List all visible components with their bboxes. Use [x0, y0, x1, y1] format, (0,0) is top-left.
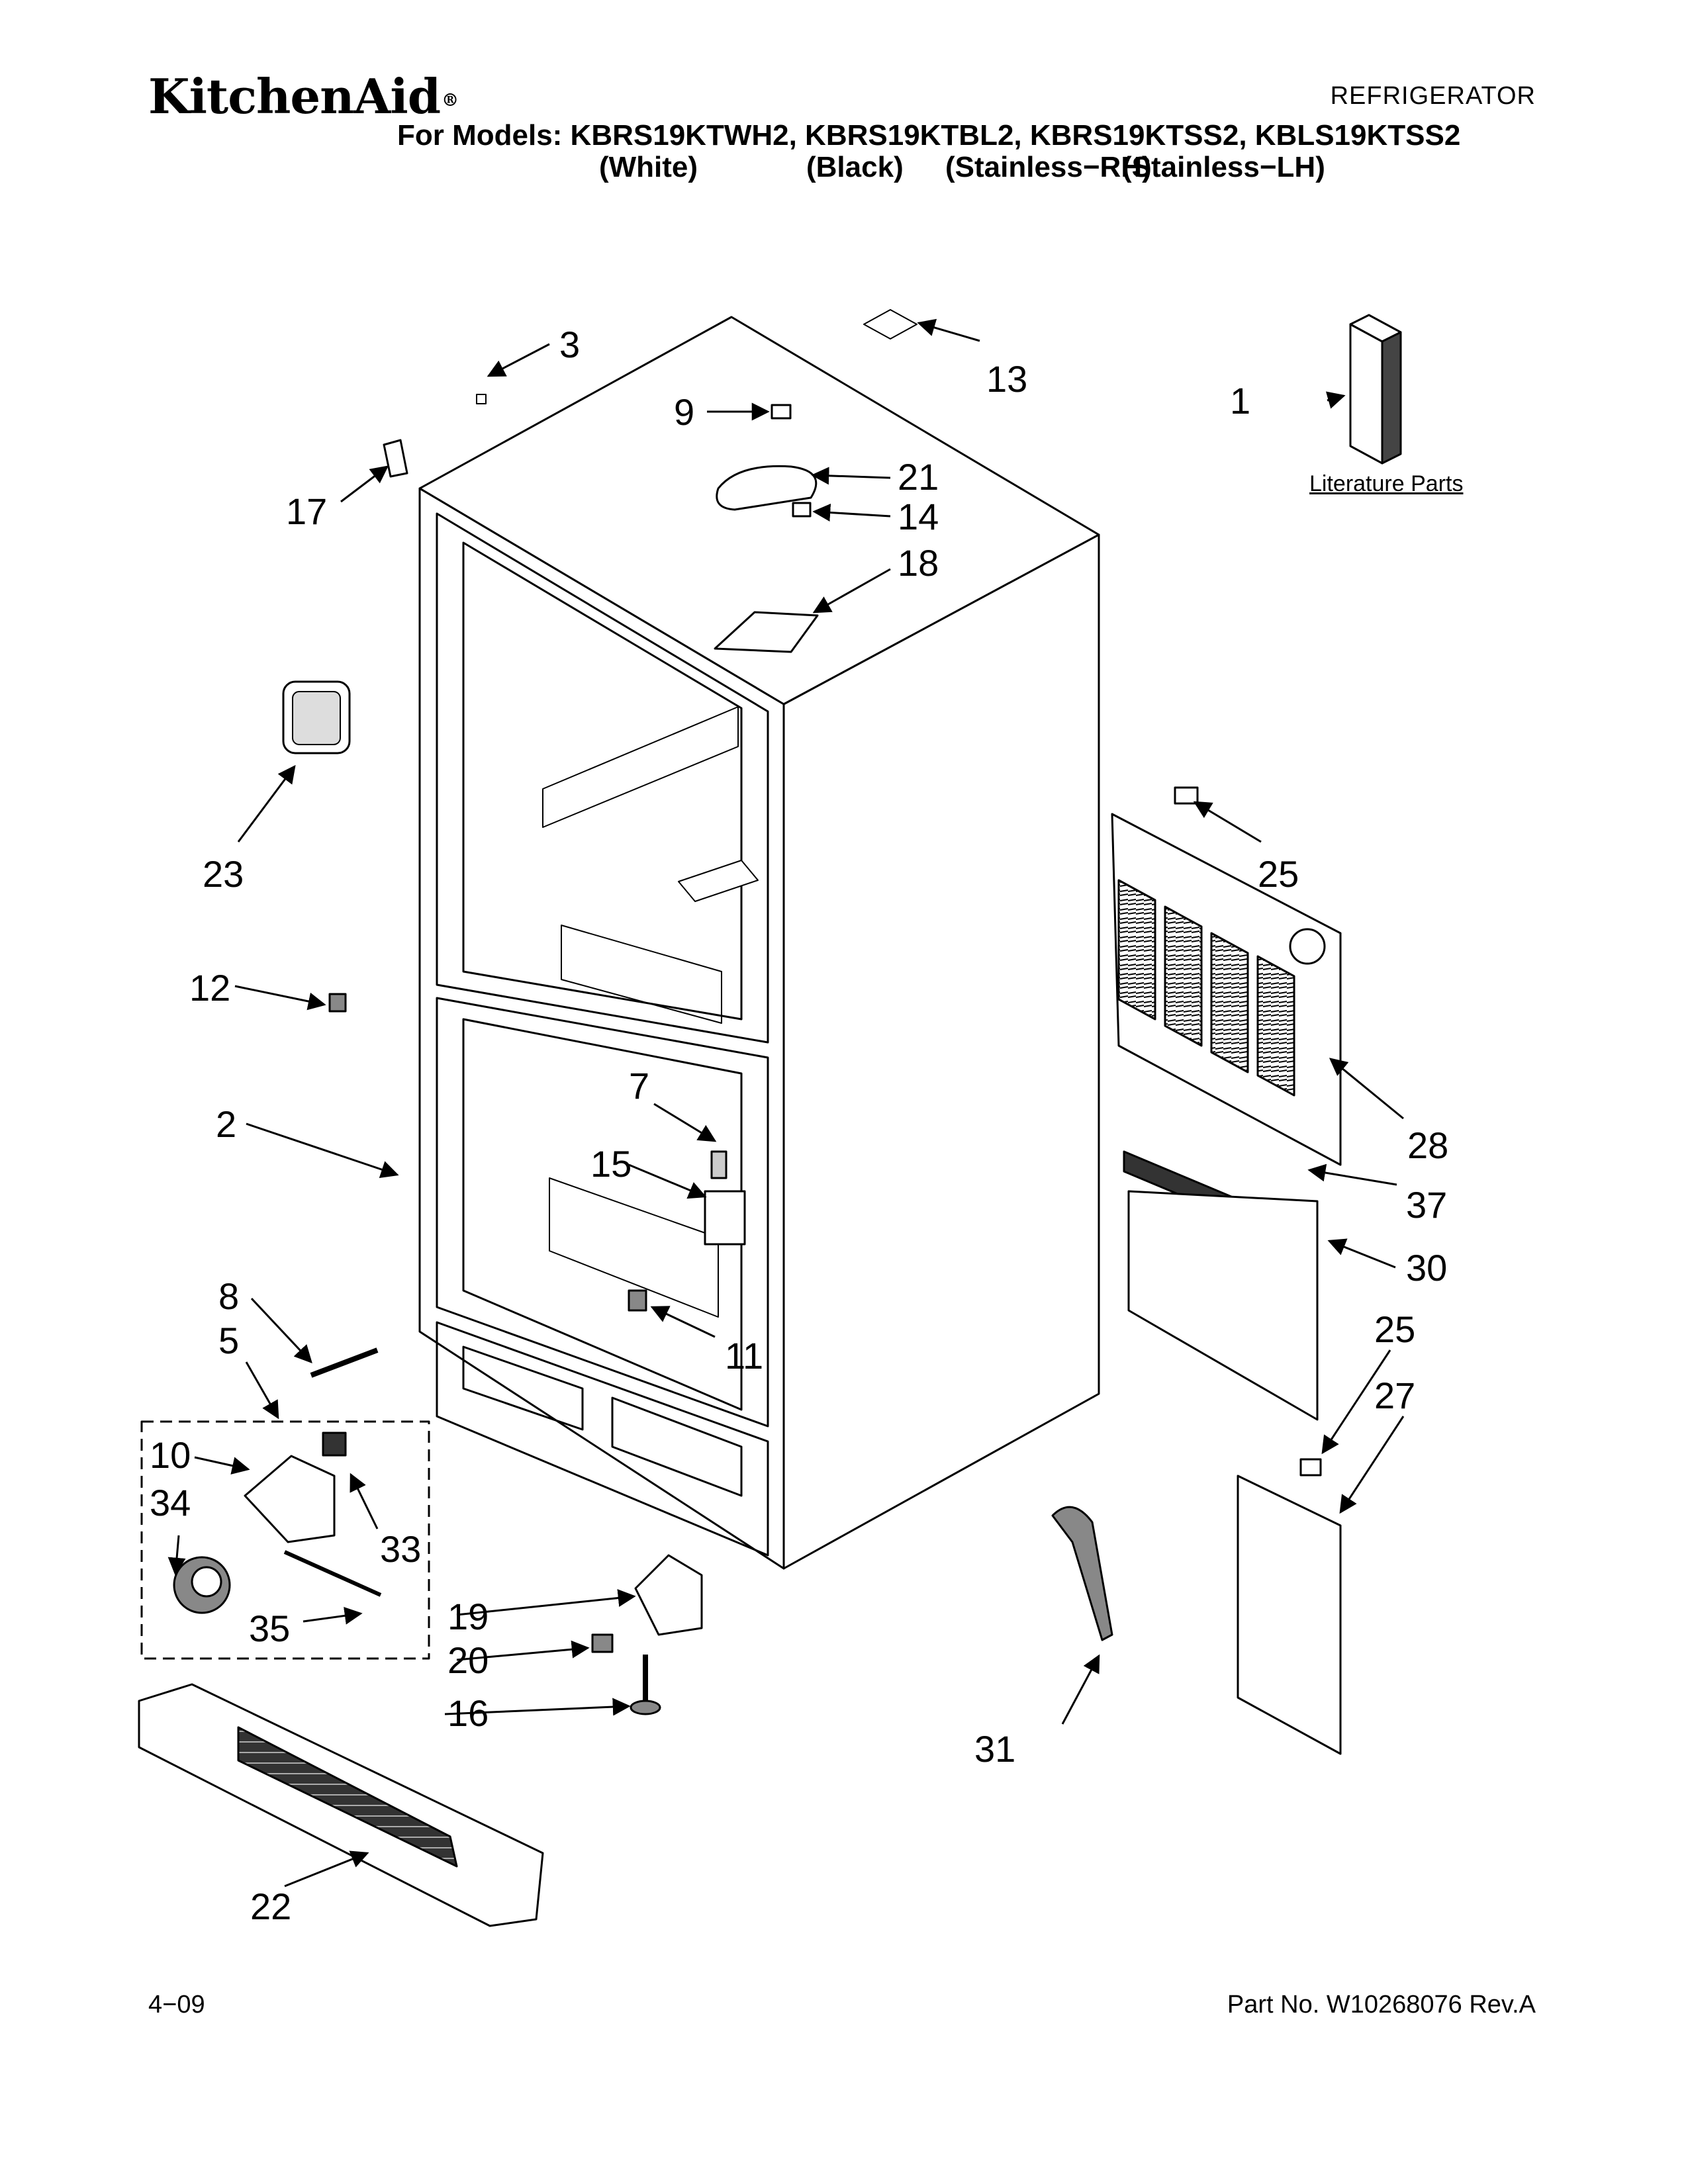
callout-10: 10: [150, 1434, 191, 1476]
panel-30: [1127, 1190, 1319, 1421]
screw-11: [628, 1289, 647, 1312]
product-category: REFRIGERATOR: [1330, 82, 1536, 110]
callout-leaders: [167, 318, 1405, 1888]
leveling-leg-16: [630, 1655, 661, 1715]
callout-22: 22: [250, 1886, 291, 1927]
variant-stainless-lh: (Stainless−LH): [1122, 151, 1325, 183]
wheel-34: [173, 1556, 231, 1614]
callout-15: 15: [590, 1143, 632, 1185]
screw-25: [1174, 786, 1322, 1477]
callout-27: 27: [1374, 1375, 1415, 1416]
callout-18: 18: [898, 542, 939, 584]
bottom-hinge-19: [634, 1554, 703, 1636]
callout-31: 31: [974, 1728, 1015, 1770]
callout-25a: 25: [1258, 853, 1299, 895]
hinge-screw-9: [771, 404, 792, 420]
literature-parts-label: Literature Parts: [1309, 471, 1464, 496]
part-number: Part No. W10268076 Rev.A: [1227, 1991, 1536, 2019]
callout-20: 20: [447, 1639, 489, 1681]
top-hinge-cover: [716, 465, 818, 511]
top-hinge: [714, 611, 819, 653]
roller-assembly-box: [140, 1420, 430, 1660]
shoulder-bolt-7: [710, 1150, 727, 1179]
callout-11: 11: [725, 1335, 763, 1377]
screw-12: [328, 993, 347, 1013]
cover-27: [1237, 1475, 1342, 1755]
callout-16: 16: [447, 1692, 489, 1734]
mounting-screw-3: [476, 394, 487, 404]
hinge-screw-14: [792, 502, 812, 518]
rating-label: [863, 309, 917, 340]
callout-14: 14: [898, 496, 939, 537]
callout-3: 3: [559, 324, 580, 365]
variant-black: (Black): [806, 151, 904, 183]
callout-35: 35: [249, 1608, 290, 1649]
literature-parts: [1349, 314, 1402, 465]
callout-17: 17: [286, 490, 327, 532]
callout-numbers: 1 2 3 5 7 8 9 10 11 12 13 14 15 16 17 18…: [150, 324, 1448, 1927]
variant-white: (White): [599, 151, 698, 183]
handle-31: [1051, 1506, 1113, 1641]
tape-17: [383, 439, 408, 478]
callout-8: 8: [218, 1275, 239, 1317]
callout-25b: 25: [1374, 1308, 1415, 1350]
roller-bracket-10: [244, 1455, 336, 1543]
variant-stainless-rh: (Stainless−RH): [945, 151, 1152, 183]
center-hinge-15: [704, 1190, 746, 1246]
callout-21: 21: [898, 456, 939, 498]
base-grille-22: [138, 1683, 544, 1927]
rear-access-cover-28: [1111, 813, 1342, 1166]
screw-20: [591, 1633, 614, 1653]
callout-33: 33: [380, 1528, 421, 1570]
callout-30: 30: [1406, 1247, 1447, 1289]
control-panel-23: [282, 680, 351, 754]
cabinet: [418, 316, 1100, 1570]
models-line: For Models: KBRS19KTWH2, KBRS19KTBL2, KB…: [397, 119, 1461, 152]
callout-5: 5: [218, 1320, 239, 1361]
callout-2: 2: [216, 1103, 236, 1145]
callout-23: 23: [203, 853, 244, 895]
callout-37: 37: [1406, 1184, 1447, 1226]
callout-9: 9: [674, 391, 694, 433]
revision-date: 4−09: [148, 1991, 205, 2019]
callout-28: 28: [1407, 1124, 1448, 1166]
callout-12: 12: [189, 967, 230, 1009]
clip-33: [322, 1432, 347, 1457]
callout-13: 13: [986, 358, 1027, 400]
callout-34: 34: [150, 1482, 191, 1524]
callout-19: 19: [447, 1596, 489, 1637]
brand-logo: KitchenAid®: [148, 68, 459, 124]
callout-1: 1: [1230, 380, 1250, 422]
bolt-8: [310, 1347, 379, 1378]
axle-35: [283, 1550, 382, 1597]
callout-7: 7: [629, 1065, 649, 1107]
